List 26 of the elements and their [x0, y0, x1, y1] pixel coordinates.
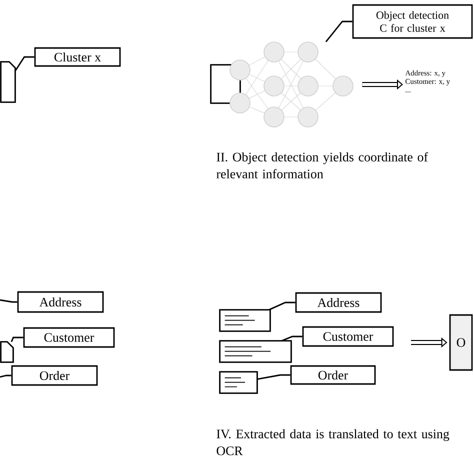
caption: II. Object detection yields coordinate of relevant information — [216, 152, 428, 178]
leader-line — [268, 302, 296, 310]
label-box: Order — [290, 365, 376, 385]
neural-network-drawing — [230, 42, 354, 128]
text-snippet-box — [219, 371, 258, 394]
label-box: Customer — [23, 327, 115, 348]
leader-line — [325, 20, 352, 42]
label-box: Order — [11, 365, 98, 386]
document-icon — [0, 61, 16, 103]
leader-line — [10, 336, 24, 342]
label-box: Address — [17, 291, 104, 313]
document-icon — [0, 341, 14, 363]
leader-line — [0, 299, 18, 303]
label-box: Cluster x — [34, 47, 121, 67]
label-box: Address — [295, 292, 382, 313]
document-icon — [210, 64, 241, 104]
label-box: Customer — [302, 326, 394, 347]
caption: IV. Extracted data is translated to text using OCR — [216, 429, 450, 456]
leader-line — [257, 374, 290, 380]
label-box: Object detection C for cluster x — [352, 4, 473, 39]
leader-line — [0, 374, 12, 378]
leader-line — [281, 336, 302, 342]
leader-line — [14, 56, 34, 72]
text-snippet-box — [219, 340, 292, 363]
output-box: O — [449, 314, 473, 371]
text-snippet-box — [219, 309, 271, 332]
